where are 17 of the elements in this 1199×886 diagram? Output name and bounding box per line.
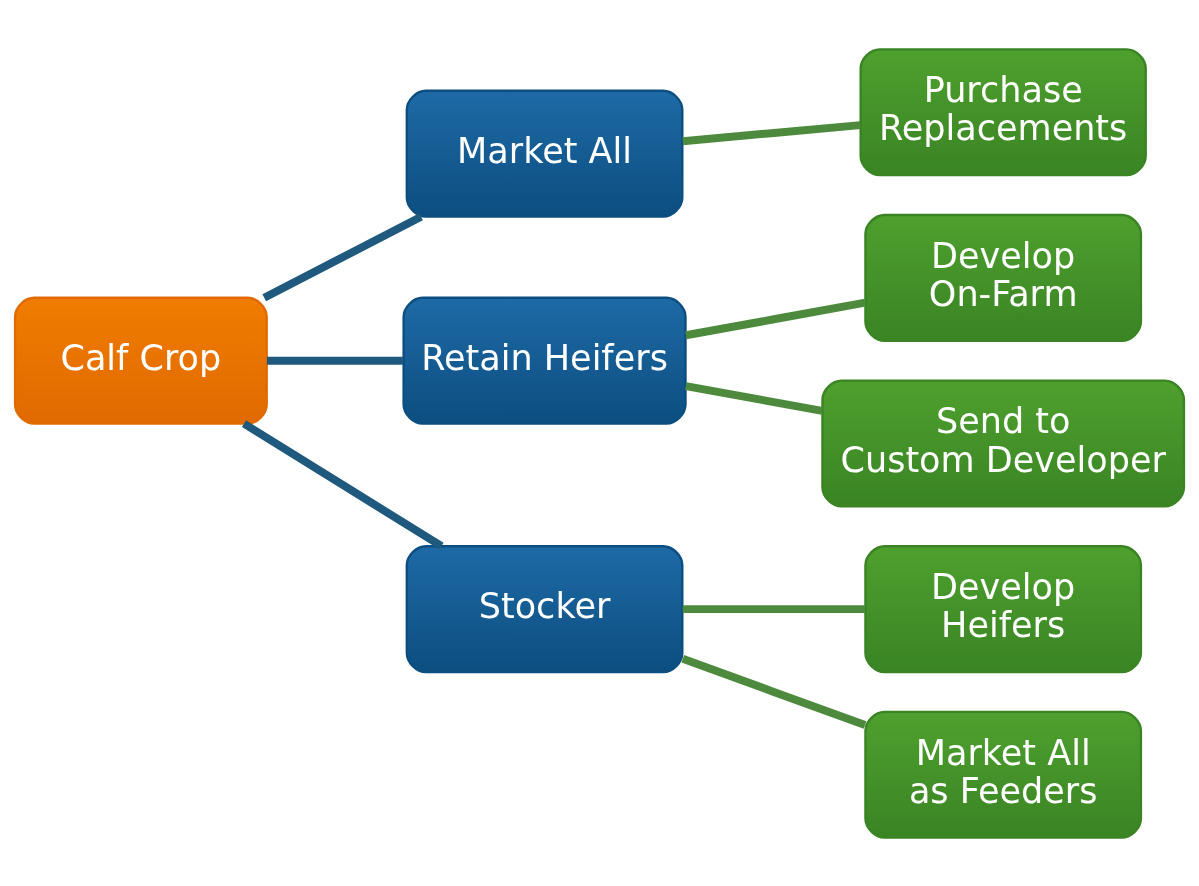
node-box: Develop On-Farm <box>864 213 1143 342</box>
connector <box>241 419 444 550</box>
node-box: Develop Heifers <box>864 544 1143 673</box>
connector <box>685 298 866 339</box>
connector <box>681 654 867 729</box>
connector <box>685 381 823 415</box>
node-box: Stocker <box>405 544 684 673</box>
node-box: Retain Heifers <box>402 296 687 425</box>
connector <box>682 604 866 613</box>
node-box: Market All <box>405 89 684 218</box>
connector <box>682 120 861 145</box>
node-box: Calf Crop <box>13 296 268 425</box>
connector <box>262 212 423 301</box>
node-box: Purchase Replacements <box>859 47 1147 176</box>
node-box: Send to Custom Developer <box>821 378 1186 508</box>
node-box: Market All as Feeders <box>864 710 1143 839</box>
connector <box>267 356 404 365</box>
